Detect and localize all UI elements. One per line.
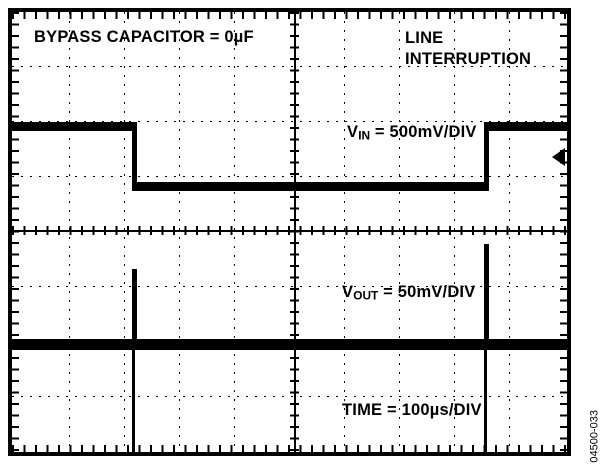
header-line-interruption: LINE INTERRUPTION	[405, 28, 531, 70]
label-timebase: TIME = 100µs/DIV	[342, 401, 482, 420]
trace-vin-falling-edge	[132, 122, 137, 191]
figure-id-label: 04500-033	[589, 410, 600, 463]
frame-ticks-left	[12, 12, 19, 452]
trace-vin-segment-high-left	[12, 122, 136, 131]
label-vout-subscript: OUT	[353, 288, 379, 303]
frame-ticks-bottom	[12, 445, 567, 452]
gridline-horizontal	[12, 66, 567, 67]
oscilloscope-screen: BYPASS CAPACITOR = 0µF LINE INTERRUPTION…	[12, 12, 567, 452]
label-timebase-prefix: TIME	[342, 401, 383, 419]
header-bypass-capacitor: BYPASS CAPACITOR = 0µF	[34, 28, 254, 46]
trace-vin-rising-edge	[484, 122, 489, 191]
gridline-horizontal	[12, 176, 567, 177]
trace-vout-spike-left	[132, 269, 137, 344]
label-vout-value: = 50mV/DIV	[378, 283, 476, 301]
label-vout-scale: VOUT = 50mV/DIV	[342, 283, 475, 303]
cursor-line-interruption-start	[132, 350, 135, 452]
trigger-level-marker[interactable]	[552, 148, 565, 166]
label-timebase-value: = 100µs/DIV	[382, 401, 482, 419]
gridline-horizontal	[12, 396, 567, 397]
frame-ticks-top	[12, 12, 567, 19]
header-line-interruption-line2: INTERRUPTION	[405, 50, 532, 68]
gridline-horizontal	[12, 121, 567, 122]
trace-vout-baseline	[12, 339, 567, 350]
oscilloscope-frame: BYPASS CAPACITOR = 0µF LINE INTERRUPTION…	[8, 8, 571, 456]
cursor-line-interruption-end	[484, 244, 487, 452]
trace-vin-segment-high-right	[484, 122, 567, 131]
header-line-interruption-line1: LINE	[405, 29, 444, 47]
label-vin-prefix: V	[347, 123, 359, 141]
label-vin-scale: VIN = 500mV/DIV	[347, 123, 477, 143]
trace-vin-segment-low	[132, 182, 489, 191]
label-vin-subscript: IN	[358, 128, 371, 143]
axis-horizontal-ticks-pane1	[12, 226, 567, 235]
frame-ticks-right	[560, 12, 567, 452]
label-vout-prefix: V	[342, 283, 354, 301]
gridline-horizontal	[12, 286, 567, 287]
label-vin-value: = 500mV/DIV	[370, 123, 477, 141]
